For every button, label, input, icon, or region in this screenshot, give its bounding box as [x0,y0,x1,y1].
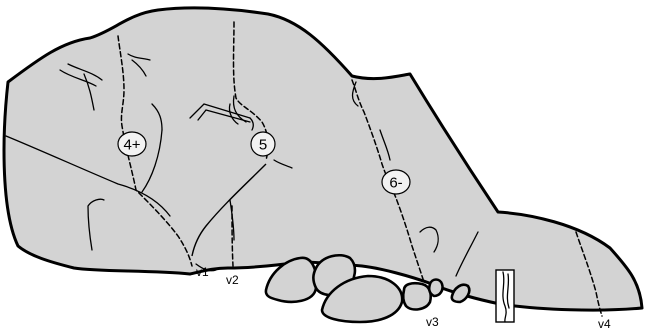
grade-label-route-1: 4+ [123,137,140,154]
boulder-4 [403,283,431,309]
boulder-5 [429,280,442,297]
tree-trunk-icon [496,270,514,322]
grade-label-route-2: 5 [259,137,267,154]
grade-marker-route-3: 6- [382,170,410,194]
start-label-v4: v4 [598,317,611,331]
grade-label-route-3: 6- [389,175,402,192]
grade-marker-route-1: 4+ [118,132,146,156]
grade-marker-route-2: 5 [251,132,275,156]
start-label-v2: v2 [226,273,239,287]
start-label-v3: v3 [426,315,439,329]
start-label-v1: v1 [196,265,209,279]
